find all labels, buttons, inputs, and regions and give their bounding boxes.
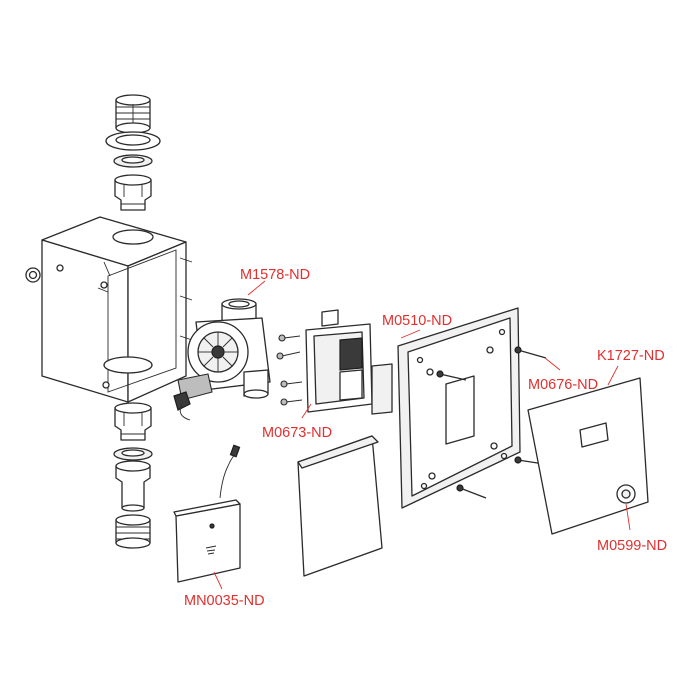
upper-hex-coupling [114,174,152,211]
installation-box [41,216,193,403]
upper-fitting-nut [115,94,151,134]
box-side-grommet [25,267,41,283]
lower-nipple [115,460,151,512]
filler-block [297,435,383,577]
push-button [616,484,636,504]
callout-screws: M0676-ND [528,377,598,393]
upper-gasket [113,154,153,168]
lower-hex-coupling [114,402,152,441]
solenoid-valve [173,298,271,421]
callout-button: M0599-ND [597,538,667,554]
callout-power-unit: MN0035-ND [184,593,265,609]
leader-lines [213,280,631,590]
callout-mount-plate: M0510-ND [382,313,452,329]
upper-washer-ring [105,131,161,151]
callout-bracket: M0673-ND [262,425,332,441]
cover-plate [527,377,649,535]
lower-gasket [113,447,153,461]
lower-fitting-nut [115,514,151,549]
screws [436,346,547,499]
power-supply-unit [173,444,241,583]
sensor-bracket [276,309,393,415]
callout-cover-plate: K1727-ND [597,348,665,364]
callout-valve: M1578-ND [240,267,310,283]
mounting-frame [397,307,521,509]
